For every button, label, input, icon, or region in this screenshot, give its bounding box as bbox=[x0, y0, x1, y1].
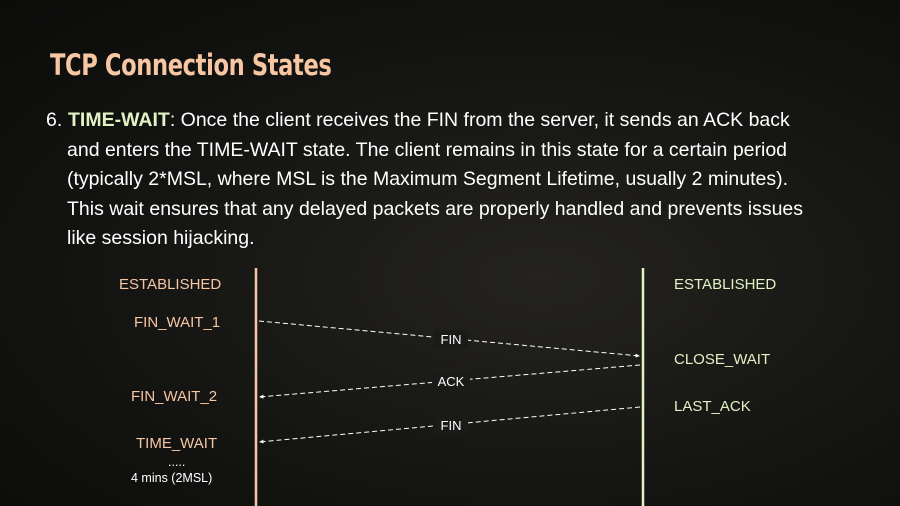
message-fin-2: FIN bbox=[258, 406, 641, 444]
server-state-established: ESTABLISHED bbox=[674, 276, 777, 293]
description-line-3: (typically 2*MSL, where MSL is the Maxim… bbox=[67, 168, 789, 190]
client-state-established: ESTABLISHED bbox=[119, 276, 222, 293]
client-state-fin-wait-1: FIN_WAIT_1 bbox=[134, 314, 221, 331]
server-state-last-ack: LAST_ACK bbox=[674, 398, 751, 415]
description-line-5: like session hijacking. bbox=[67, 227, 255, 249]
list-number: 6. bbox=[46, 109, 63, 131]
description-line-1: : Once the client receives the FIN from … bbox=[169, 109, 790, 131]
message-ack: ACK bbox=[258, 364, 641, 399]
server-state-close-wait: CLOSE_WAIT bbox=[674, 351, 771, 368]
message-fin-1: FIN bbox=[258, 320, 641, 358]
message-fin-1-label: FIN bbox=[441, 332, 462, 347]
description-line-4: This wait ensures that any delayed packe… bbox=[67, 197, 804, 220]
client-state-time-wait: TIME_WAIT bbox=[136, 435, 218, 452]
wait-duration-note: 4 mins (2MSL) bbox=[131, 471, 213, 485]
state-term: TIME-WAIT bbox=[68, 109, 170, 131]
time-wait-description: 6.TIME-WAIT: Once the client receives th… bbox=[46, 106, 886, 254]
wait-dots: ..... bbox=[168, 455, 186, 469]
client-state-fin-wait-2: FIN_WAIT_2 bbox=[131, 388, 218, 405]
page-title: TCP Connection States bbox=[50, 48, 332, 82]
message-ack-label: ACK bbox=[438, 374, 465, 389]
description-line-2: and enters the TIME-WAIT state. The clie… bbox=[67, 138, 788, 161]
message-fin-2-label: FIN bbox=[441, 418, 462, 433]
